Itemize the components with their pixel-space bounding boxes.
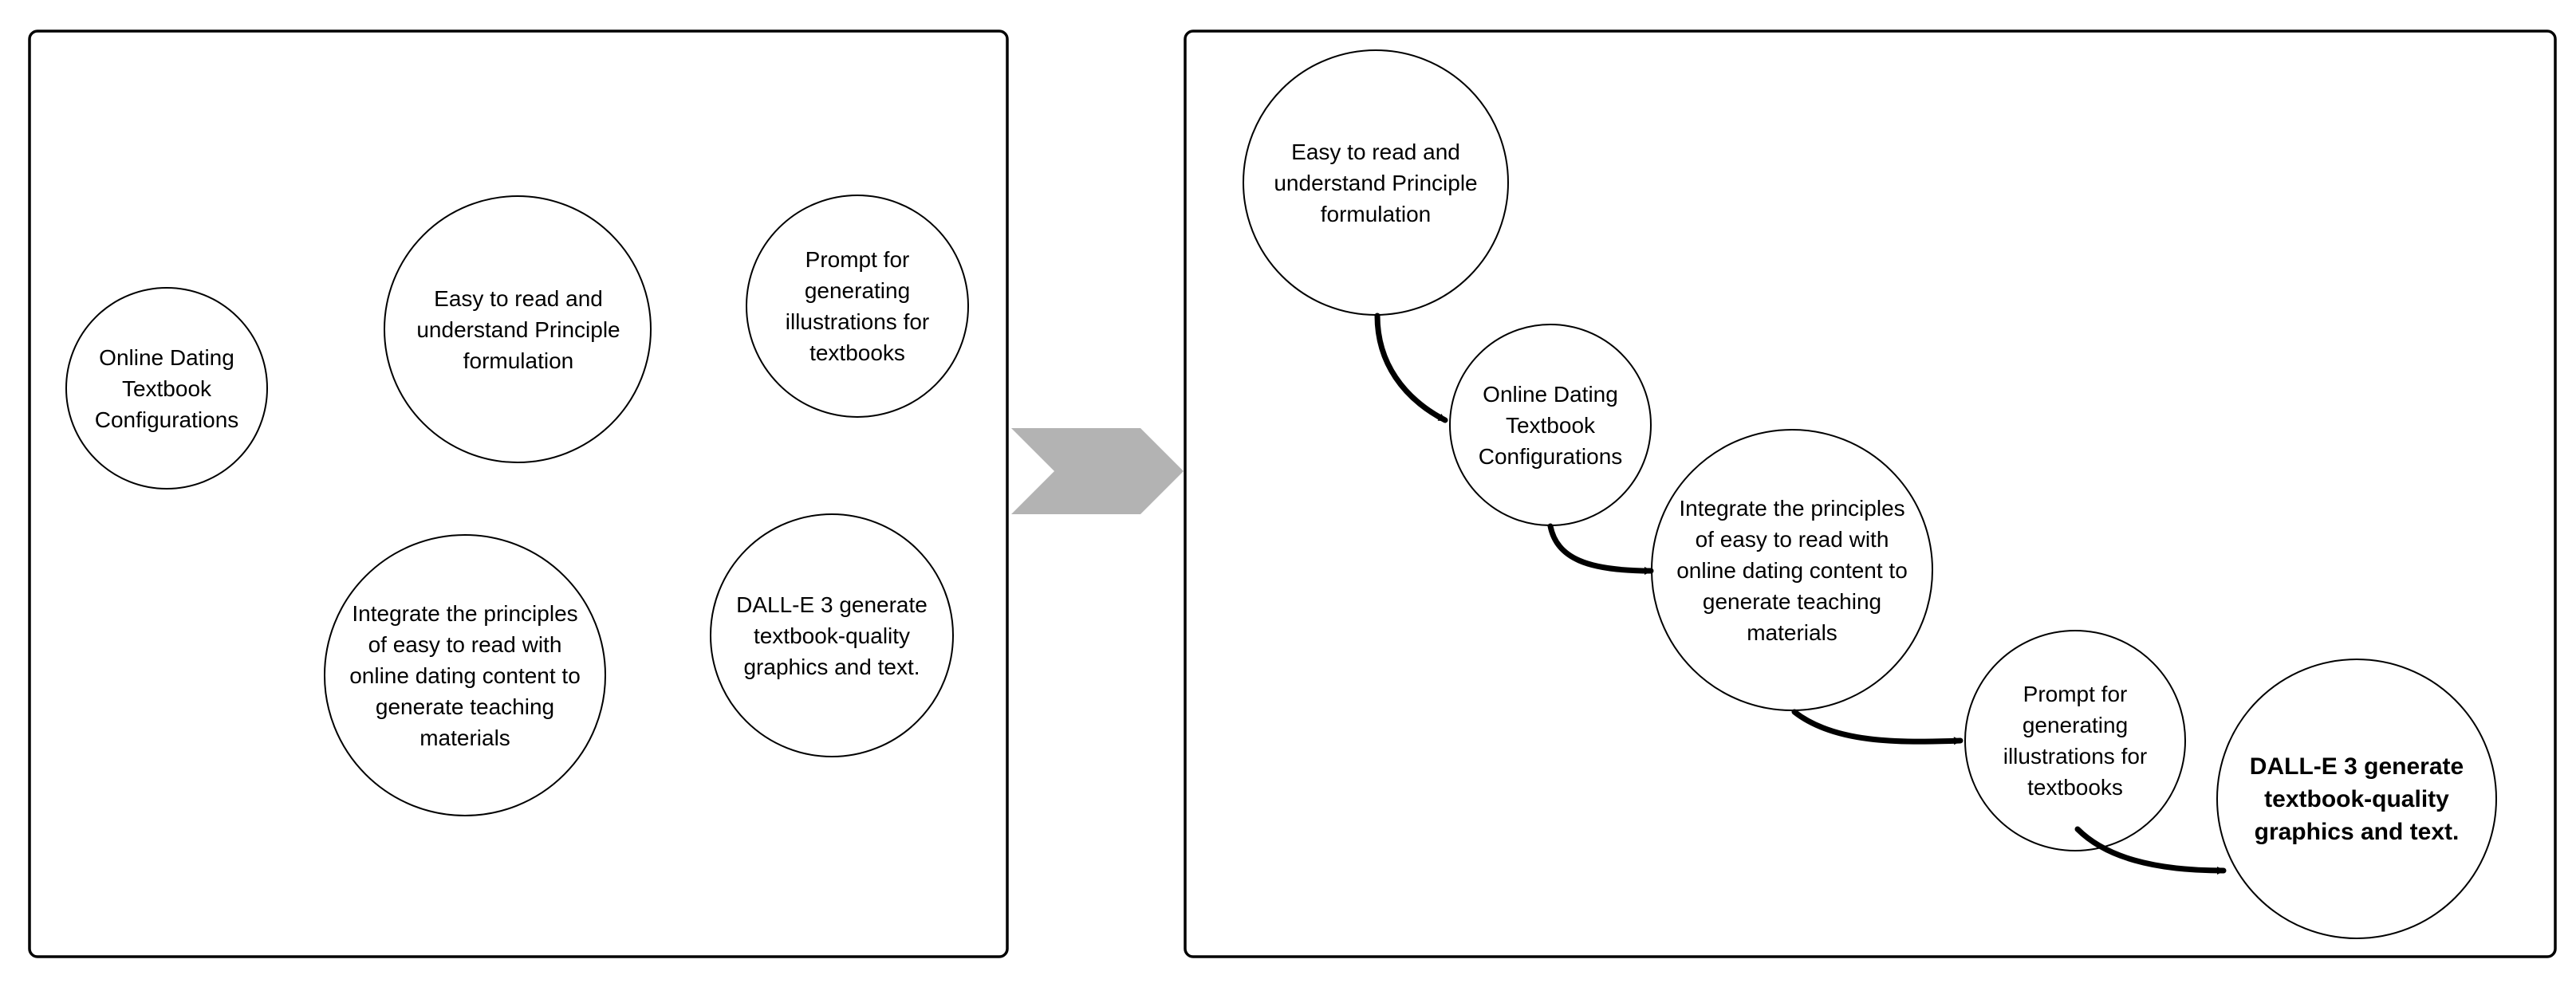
- left-circle-dalle: [710, 513, 954, 757]
- label-step3: Integrate the principles of easy to read…: [1676, 495, 1908, 645]
- label-step1: Easy to read and understand Principle fo…: [1274, 139, 1478, 226]
- label-step5: DALL-E 3 generate textbook-quality graph…: [2249, 753, 2464, 845]
- label-dalle: DALL-E 3 generate textbook-quality graph…: [736, 592, 928, 679]
- left-circle-integrate: [324, 534, 606, 816]
- left-circle-prompt: [746, 195, 969, 418]
- label-easy-to-read: Easy to read and understand Principle fo…: [416, 285, 620, 373]
- label-online-dating: Online Dating Textbook Configurations: [94, 344, 239, 432]
- label-prompt: Prompt for generating illustrations for …: [785, 247, 930, 365]
- label-integrate: Integrate the principles of easy to read…: [349, 600, 581, 750]
- flow-arrow-3-to-4: [1791, 709, 1964, 745]
- label-step2: Online Dating Textbook Configurations: [1478, 381, 1623, 469]
- left-panel-frame: [28, 29, 1009, 958]
- left-circle-easy-to-read: [384, 195, 652, 463]
- flow-arrow-2-to-3: [1547, 523, 1654, 575]
- right-circle-step5: [2216, 659, 2497, 939]
- right-circle-step4: [1964, 630, 2186, 851]
- left-circle-online-dating: [65, 287, 268, 490]
- chevron-arrow-icon: [1011, 428, 1184, 514]
- flow-arrow-1-to-2: [1374, 313, 1448, 423]
- flow-arrow-4-to-5: [2074, 826, 2227, 875]
- label-step4: Prompt for generating illustrations for …: [2003, 682, 2148, 800]
